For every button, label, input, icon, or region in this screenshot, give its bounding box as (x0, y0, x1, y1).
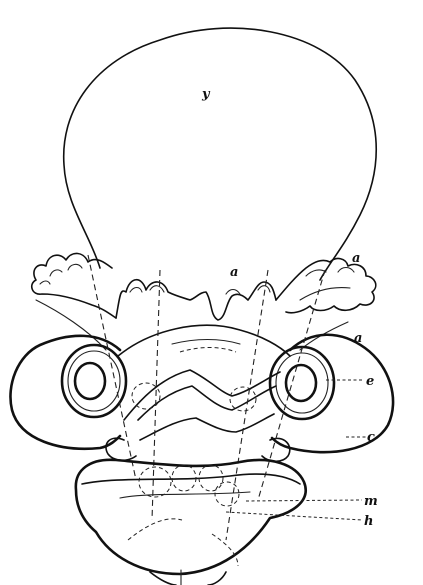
left-knob (106, 438, 136, 460)
label-a-upper-right: a (352, 251, 360, 266)
label-e: e (366, 374, 374, 389)
label-m: m (364, 494, 378, 509)
lower-jaw-rim (82, 474, 300, 484)
yolk-sac-outline (64, 28, 377, 280)
central-fringe-bumps (130, 286, 270, 294)
lower-jaw-outline (76, 460, 306, 574)
projection-line-left-inner (152, 270, 160, 520)
right-eye-lens (286, 365, 316, 401)
right-fringe (276, 259, 376, 313)
left-fringe (32, 253, 116, 318)
right-eye-rim (276, 353, 328, 413)
right-fringe-inner (300, 268, 354, 301)
label-a-center: a (230, 265, 238, 280)
upper-head-fold (118, 325, 290, 356)
projection-line-left-outer (88, 255, 136, 480)
dashed-lower-arc (128, 519, 238, 566)
label-c: c (367, 430, 375, 445)
central-fringe (116, 280, 276, 320)
right-eye-outer (270, 347, 334, 419)
upper-head-fold-inner (172, 340, 240, 345)
left-eye (62, 345, 126, 417)
label-y: y (201, 87, 211, 102)
label-a-lower-right: a (354, 331, 362, 346)
projection-line-right-inner (226, 270, 268, 540)
dashed-arc-top (180, 348, 236, 353)
central-arch-lower (140, 414, 274, 440)
left-eye-outer (62, 345, 126, 417)
left-eye-lens (75, 363, 105, 399)
leader-h (226, 512, 362, 520)
right-eye (270, 347, 334, 419)
left-fringe-inner (40, 264, 82, 284)
central-arch-outer (124, 370, 280, 420)
lower-jaw-rim-shadow (120, 492, 250, 498)
label-h: h (364, 514, 373, 529)
dashed-circle-m1 (139, 467, 171, 497)
